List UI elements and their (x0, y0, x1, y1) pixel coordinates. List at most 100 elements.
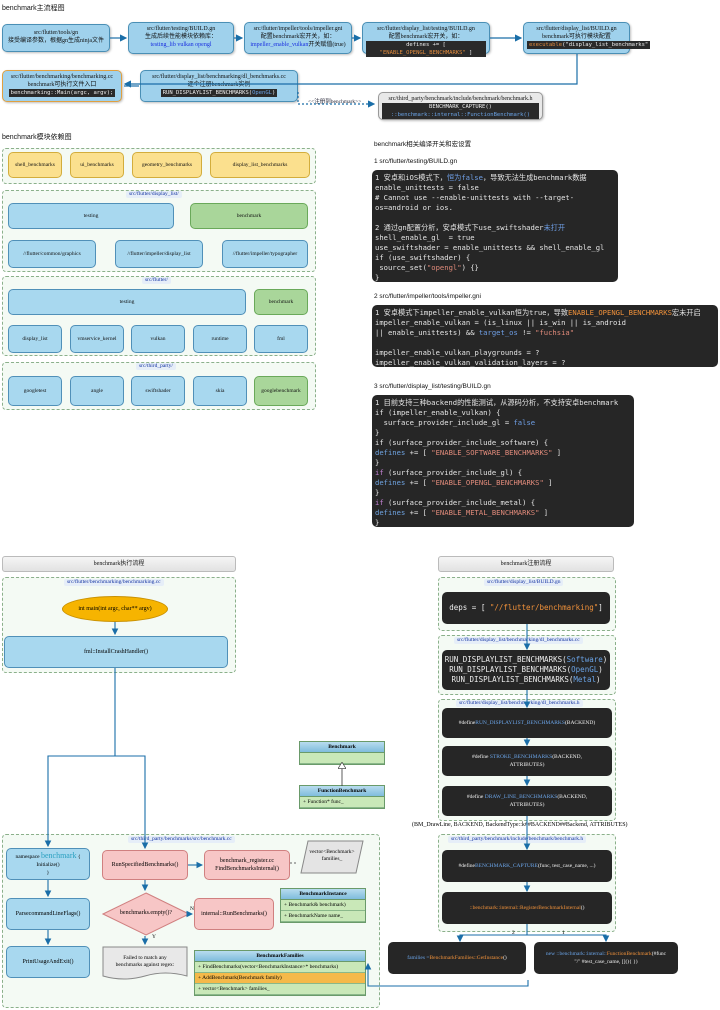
flow-node-dl-testing-build[interactable]: src/flutter/display_list/testing/BUILD.g… (362, 22, 490, 57)
define-args-2: ATTRIBUTES) (509, 762, 545, 768)
node-macro: impeller_enable_vulkan (250, 42, 309, 48)
module-googlebenchmark[interactable]: googlebenchmark (254, 376, 308, 406)
run-close: ) (598, 665, 603, 674)
ns-close: } (46, 869, 50, 876)
define-args: (BACKEND, (557, 794, 588, 800)
register-internal-paren: () (580, 905, 585, 911)
define-kw: #define (458, 863, 475, 869)
define-stroke-benchmarks: #define STROKE_BENCHMARKS(BACKEND, ATTRI… (442, 746, 612, 776)
benchmark-capture-define: #define BENCHMARK_CAPTURE(func, test_cas… (442, 850, 612, 882)
node-path: src/flutter/impeller/tools/impeller.gni (253, 26, 343, 32)
flow-node-tools-gn[interactable]: src/flutter/tools/gn 接受编译参数，根据gn生成ninja文… (2, 24, 110, 52)
dl-build-label: src/flutter/display_list/BUILD.gn (484, 579, 564, 586)
node-path: src/third_party/benchmark/include/benchm… (388, 96, 533, 102)
node-desc: 配置benchmark宏开关，如： (388, 34, 464, 40)
define-name: RUN_DISPLAYLIST_BENCHMARKS (475, 720, 565, 726)
find-benchmarks-internal[interactable]: benchmark_register.cc FindBenchmarksInte… (204, 850, 290, 880)
flutter-group-label: src/flutter/ (142, 277, 171, 284)
module-swiftshader[interactable]: swiftshader (131, 376, 185, 406)
parse-command-line-flags[interactable]: ParsecommandLineFlags() (6, 898, 90, 930)
flow-node-impeller-gni[interactable]: src/flutter/impeller/tools/impeller.gni … (244, 22, 352, 54)
module-shell-benchmarks[interactable]: shell_benchmarks (8, 152, 62, 178)
module-dl-testing[interactable]: testing (8, 203, 174, 229)
module-display-list-benchmarks[interactable]: display_list_benchmarks (210, 152, 310, 178)
fail-line-1: Failed to match any (123, 955, 167, 961)
module-display-list[interactable]: display_list (8, 325, 62, 353)
node-macro-tail: 开关赋值(true) (308, 42, 346, 48)
fail-message-shape (102, 946, 188, 980)
uml-class-row: + AddBenchmark(Benchmark family) (195, 973, 365, 984)
internal-run-benchmarks[interactable]: internal::RunBenchmarks() (194, 898, 274, 930)
deps-close: ] (598, 603, 603, 612)
flow-node-dl-benchmarks-cc[interactable]: src/flutter/display_list/benchmarking/dl… (140, 70, 298, 102)
main-entry-ellipse[interactable]: int main(int argc, char** argv) (62, 596, 168, 622)
new-args-2: "/" #test_case_name, [](){ }) (574, 959, 638, 965)
compile-heading-1: 1 src/flutter/testing/BUILD.gn (374, 158, 458, 165)
define-kw: #define (458, 720, 476, 726)
node-code-a: defines += [ (406, 42, 446, 48)
flow-node-benchmarking-cc[interactable]: src/flutter/benchmarking/benchmarking.cc… (2, 70, 122, 102)
new-args: (#func (651, 951, 667, 957)
dl-benchmarks-cc-label: src/flutter/display_list/benchmarking/dl… (454, 637, 583, 644)
code-testing-build: 1 安卓和iOS模式下，恒为false，导致无法生成benchmark数据 en… (372, 170, 618, 282)
register-label: <<注册到benchmark>> (308, 99, 362, 105)
node-path: src/flutter/benchmarking/benchmarking.cc (10, 74, 114, 80)
install-crash-handler[interactable]: fml::InstallCrashHandler() (4, 636, 228, 668)
families-vector-label: vector<Benchmark> families_ (304, 849, 360, 863)
define-name: DRAW_LINE_BENCHMARKS (484, 794, 558, 800)
uml-class-row: + FindBenchmarks(vector<BenchmarkInstanc… (195, 962, 365, 973)
node-code-b: "ENABLE_OPENGL_BENCHMARKS" (379, 50, 466, 56)
node-code-b: ("display_list_benchmarks" (562, 42, 649, 48)
ns-open: { (77, 853, 81, 860)
print-usage-and-exit[interactable]: PrintUsageAndExit() (6, 946, 90, 978)
define-args: (BACKEND) (564, 720, 596, 726)
namespace-benchmark-box[interactable]: namespace benchmark { Initialize() } (6, 848, 90, 880)
node-code-a: executable (529, 42, 563, 48)
module-flutter-benchmark[interactable]: benchmark (254, 289, 308, 315)
module-googletest[interactable]: googletest (8, 376, 62, 406)
run-backend-software: Software (566, 655, 603, 664)
module-flutter-testing[interactable]: testing (8, 289, 246, 315)
module-vmservice-kernel[interactable]: vmservice_kernel (70, 325, 124, 353)
benchmark-h-label: src/third_party/benchmark/include/benchm… (448, 836, 587, 843)
module-skia[interactable]: skia (193, 376, 247, 406)
capture-args: (func, test_case_name, ...) (537, 863, 596, 869)
find-benchmarks-fn: FindBenchmarksInternal() (215, 866, 279, 872)
module-impeller-display-list[interactable]: //flutter/impeller/display_list (115, 240, 203, 268)
uml-benchmark-instance-class[interactable]: BenchmarkInstance + Benchmark& benchmark… (280, 888, 366, 923)
families-getinstance: BenchmarkFamilies::GetInstance (429, 955, 504, 961)
yes-branch-label: Y (152, 934, 156, 940)
compile-heading-2: 2 src/flutter/impeller/tools/impeller.gn… (374, 293, 481, 300)
flow-node-benchmark-h[interactable]: src/third_party/benchmark/include/benchm… (378, 92, 543, 120)
uml-benchmark-families-class[interactable]: BenchmarkFamilies + FindBenchmarks(vecto… (194, 950, 366, 996)
module-impeller-typographer[interactable]: //flutter/impeller/typographer (222, 240, 308, 268)
dl-benchmarks-h-label: src/flutter/display_list/benchmarking/dl… (456, 700, 583, 707)
third-party-group-label: src/third_party/ (136, 363, 176, 370)
new-class: FunctionBenchmark (606, 951, 652, 957)
no-branch-label: N (190, 906, 194, 912)
module-ui-benchmarks[interactable]: ui_benchmarks (70, 152, 124, 178)
node-desc: 生成后续性能模块依赖库： (144, 34, 217, 40)
get-families-instance: families = BenchmarkFamilies::GetInstanc… (388, 942, 526, 974)
exec-flow-header[interactable]: benchmark执行流程 (2, 556, 236, 572)
module-common-graphics[interactable]: //flutter/common/graphics (8, 240, 96, 268)
run-specified-benchmarks[interactable]: RunSpecifiedBenchmarks() (102, 850, 188, 880)
module-vulkan[interactable]: vulkan (131, 325, 185, 353)
module-dl-benchmark[interactable]: benchmark (190, 203, 308, 229)
run-backend-opengl: OpenGL (571, 665, 599, 674)
define-args: (BACKEND, (552, 754, 582, 760)
node-code-b: OpenGL (252, 90, 272, 96)
module-runtime[interactable]: runtime (193, 325, 247, 353)
reg-flow-header[interactable]: benchmark注册流程 (438, 556, 614, 572)
module-geometry-benchmarks[interactable]: geometry_benchmarks (132, 152, 202, 178)
node-path: src/flutter/display_list/BUILD.gn (536, 26, 617, 32)
uml-class-row: + Benchmark& benchmark) (281, 900, 365, 911)
uml-class-row: + vector<Benchmark> families_ (195, 984, 365, 995)
empty-check-diamond[interactable] (102, 892, 190, 936)
flow-node-testing-build[interactable]: src/flutter/testing/BUILD.gn 生成后续性能模块依赖库… (128, 22, 234, 54)
node-code-c: ] (469, 50, 473, 56)
flow-node-dl-build[interactable]: src/flutter/display_list/BUILD.gn benchm… (523, 22, 651, 54)
node-path: src/flutter/display_list/testing/BUILD.g… (377, 26, 475, 32)
module-angle[interactable]: angle (70, 376, 124, 406)
module-fml[interactable]: fml (254, 325, 308, 353)
